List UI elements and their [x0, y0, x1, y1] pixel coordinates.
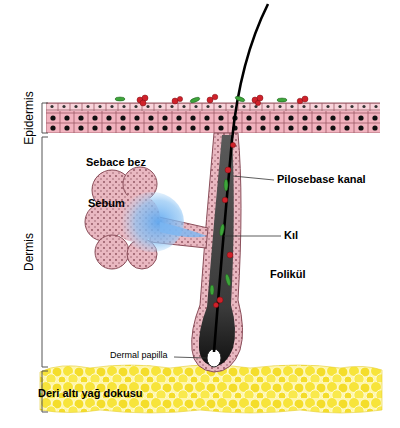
- skin-surface: [46, 103, 380, 104]
- sebaceous-gland: [85, 167, 208, 269]
- sebum-flow: [160, 222, 207, 237]
- layer-bracket: [42, 103, 48, 412]
- part-label: Kıl: [284, 229, 298, 241]
- follicle-sheath: [192, 133, 243, 372]
- follicle-body: [199, 135, 235, 366]
- sebum: [120, 192, 184, 252]
- layer-label: Epidermis: [23, 91, 36, 144]
- part-label: Dermal papilla: [110, 351, 168, 361]
- hair-shaft: [214, 4, 268, 352]
- leader-line: [224, 236, 281, 237]
- part-label: Deri altı yağ dokusu: [38, 387, 143, 399]
- leader-line: [233, 176, 274, 180]
- leader-line: [174, 176, 281, 358]
- part-label: Sebace bez: [86, 156, 146, 168]
- layer-label: Dermis: [23, 233, 36, 271]
- layer-bracket: [42, 137, 48, 367]
- layer-bracket: [42, 103, 48, 133]
- gland-lobe: [95, 235, 129, 269]
- stratum-corneum: [46, 103, 380, 111]
- part-label: Folikül: [270, 268, 305, 280]
- part-label: Sebum: [88, 197, 125, 209]
- microbes: [115, 94, 308, 307]
- part-label: Pilosebase kanal: [277, 173, 366, 185]
- leader-line: [174, 357, 206, 358]
- epidermis-cells: [46, 111, 380, 133]
